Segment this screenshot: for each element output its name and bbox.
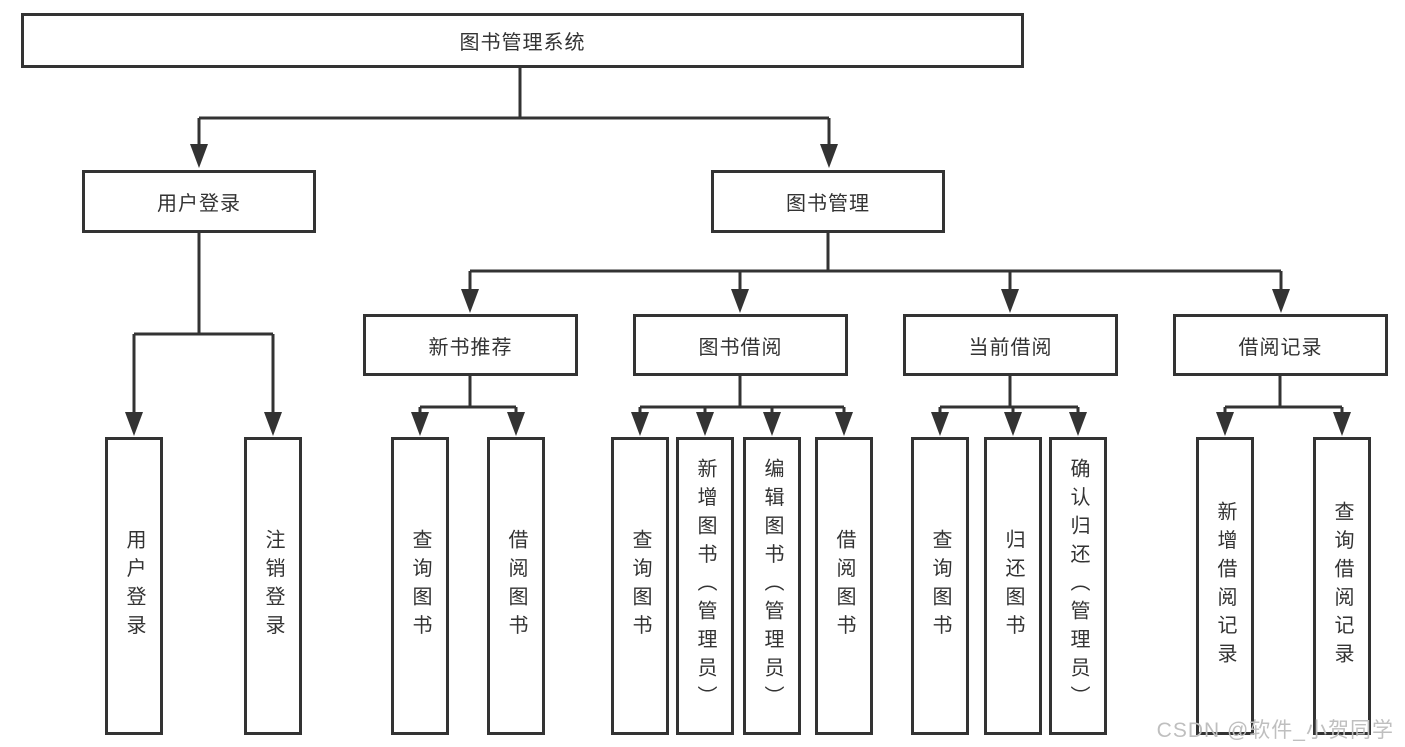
node-label: 用户登录	[123, 529, 145, 643]
node-book-borrow: 图书借阅	[633, 314, 848, 376]
node-label: 借阅记录	[1238, 336, 1323, 359]
leaf-logout: 注销登录	[244, 437, 302, 735]
node-label: 查询图书	[629, 529, 651, 643]
leaf-add-books-admin: 新增图书（管理员）	[676, 437, 734, 735]
node-book-management: 图书管理	[711, 170, 945, 233]
node-label: 图书借阅	[698, 336, 783, 359]
node-label: 确认归还（管理员）	[1067, 458, 1089, 714]
csdn-watermark: CSDN @软件_小贺同学	[1156, 719, 1394, 742]
node-label: 编辑图书（管理员）	[761, 458, 783, 714]
node-library-system: 图书管理系统	[21, 13, 1024, 68]
leaf-query-borrow-record: 查询借阅记录	[1313, 437, 1371, 735]
node-label: 查询图书	[409, 529, 431, 643]
leaf-borrow-books: 借阅图书	[815, 437, 873, 735]
node-label: 当前借阅	[968, 336, 1053, 359]
leaf-query-books-borrow: 查询图书	[611, 437, 669, 735]
leaf-return-books: 归还图书	[984, 437, 1042, 735]
leaf-query-books-current: 查询图书	[911, 437, 969, 735]
node-label: 图书管理	[786, 193, 870, 215]
node-label: 新书推荐	[428, 336, 513, 359]
leaf-confirm-return-admin: 确认归还（管理员）	[1049, 437, 1107, 735]
leaf-add-borrow-record: 新增借阅记录	[1196, 437, 1254, 735]
node-label: 查询借阅记录	[1331, 500, 1353, 672]
leaf-edit-books-admin: 编辑图书（管理员）	[743, 437, 801, 735]
leaf-query-books-recommend: 查询图书	[391, 437, 449, 735]
node-label: 新增借阅记录	[1214, 500, 1236, 672]
node-label: 借阅图书	[505, 529, 527, 643]
node-borrow-records: 借阅记录	[1173, 314, 1388, 376]
node-label: 新增图书（管理员）	[694, 458, 716, 714]
node-label: 查询图书	[929, 529, 951, 643]
node-label: 图书管理系统	[459, 32, 586, 54]
node-label: 归还图书	[1002, 529, 1024, 643]
arrowheads	[125, 144, 1351, 436]
leaf-user-login: 用户登录	[105, 437, 163, 735]
node-label: 注销登录	[262, 529, 284, 643]
node-new-book-recommend: 新书推荐	[363, 314, 578, 376]
node-label: 用户登录	[157, 193, 241, 215]
node-current-borrow: 当前借阅	[903, 314, 1118, 376]
node-label: 借阅图书	[833, 529, 855, 643]
node-user-login: 用户登录	[82, 170, 316, 233]
leaf-borrow-books-recommend: 借阅图书	[487, 437, 545, 735]
